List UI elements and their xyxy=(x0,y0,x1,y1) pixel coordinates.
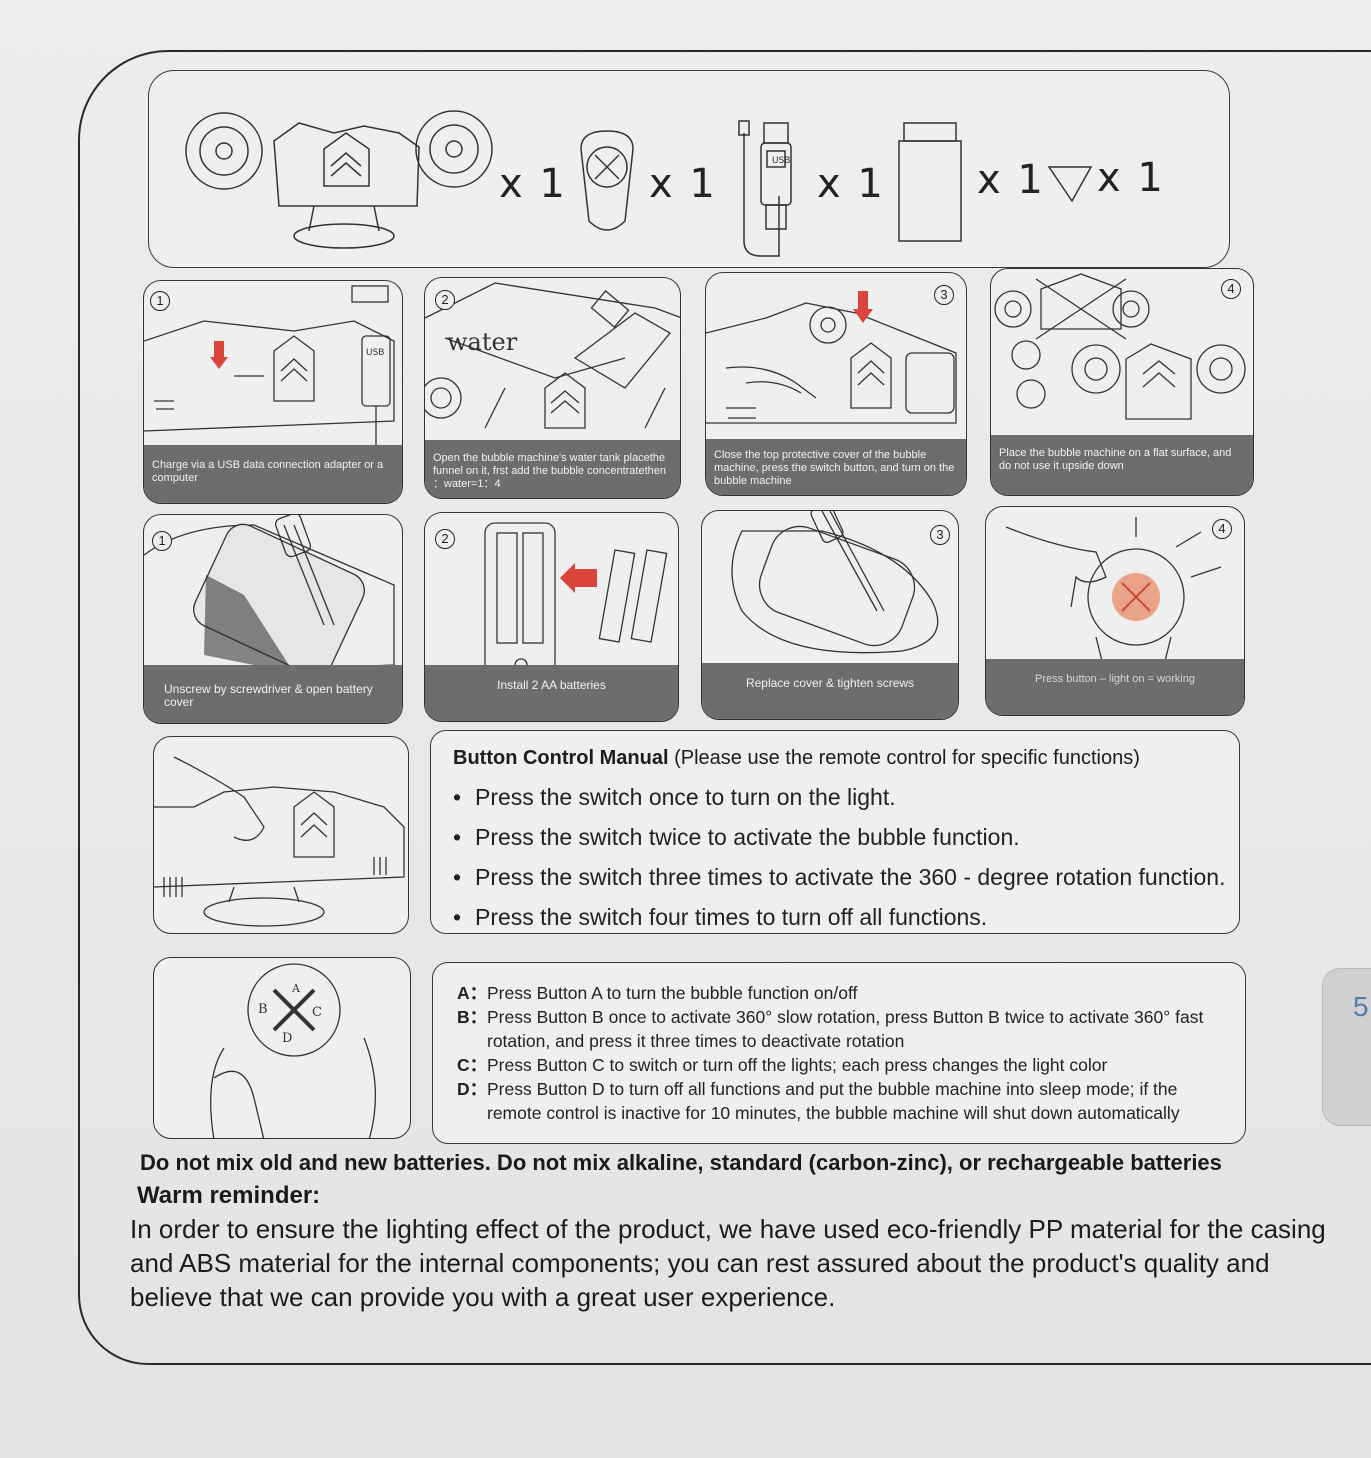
list-item: Press the switch twice to activate the b… xyxy=(453,817,1225,857)
remote-line-c: C：Press Button C to switch or turn off t… xyxy=(457,1053,1107,1077)
remote-label-b: B xyxy=(258,1002,268,1017)
step-number: 2 xyxy=(435,529,455,549)
adjacent-packaging-edge: 5 xyxy=(1322,968,1371,1126)
button-control-manual: Button Control Manual (Please use the re… xyxy=(430,730,1240,934)
remote-label-d: D xyxy=(282,1031,292,1046)
open-battery-illustration xyxy=(144,515,395,677)
water-label: water xyxy=(447,328,518,356)
package-contents-illustration: USB xyxy=(185,110,1093,257)
list-item: Press the switch three times to activate… xyxy=(453,857,1225,897)
manual-title-bold: Button Control Manual xyxy=(453,747,669,769)
key-label: A： xyxy=(457,983,488,1003)
step-replace-cover-panel: 3 Replace cover & tighten screws xyxy=(701,510,959,720)
line-text: Press Button B once to activate 360° slo… xyxy=(487,1007,1204,1027)
step-number: 3 xyxy=(930,525,950,545)
step-number: 3 xyxy=(934,285,954,305)
step-caption: Install 2 AA batteries xyxy=(425,665,678,721)
list-item: Press the switch four times to turn off … xyxy=(453,897,1225,937)
step-caption: Close the top protective cover of the bu… xyxy=(706,439,966,495)
remote-illustration: A B C D xyxy=(210,963,377,1138)
step-caption: Charge via a USB data connection adapter… xyxy=(144,445,402,503)
press-button-illustration xyxy=(1005,517,1222,678)
manual-title-rest: (Please use the remote control for speci… xyxy=(668,747,1140,769)
package-contents-box: USB x 1 x 1 x 1 x 1 x 1 xyxy=(148,70,1230,268)
key-label: B： xyxy=(457,1007,488,1027)
usb-label: USB xyxy=(366,348,384,358)
step-caption: Open the bubble machine's water tank pla… xyxy=(425,440,680,498)
edge-tab-text: 5 xyxy=(1353,991,1369,1022)
fill-water-illustration xyxy=(425,282,680,429)
usb-label: USB xyxy=(772,156,790,166)
reminder-line: In order to ensure the lighting effect o… xyxy=(130,1214,1326,1244)
step-install-batteries-panel: 2 Install 2 AA batteries xyxy=(424,512,679,722)
remote-label-a: A xyxy=(291,982,301,995)
remote-illustration-panel: A B C D xyxy=(153,957,411,1139)
step-caption: Replace cover & tighten screws xyxy=(702,663,958,719)
remote-instructions: A：Press Button A to turn the bubble func… xyxy=(432,962,1246,1144)
switch-illustration-panel xyxy=(153,736,409,934)
reminder-line: believe that we can provide you with a g… xyxy=(130,1282,836,1312)
line-text: Press Button A to turn the bubble functi… xyxy=(487,983,858,1003)
step-number: 4 xyxy=(1221,279,1241,299)
remote-line-b-cont: rotation, and press it three times to de… xyxy=(487,1029,904,1053)
key-label: D： xyxy=(457,1079,488,1099)
close-cover-illustration xyxy=(706,291,957,424)
qty-cable: x 1 xyxy=(817,161,885,207)
charge-illustration: USB xyxy=(144,285,395,446)
placement-illustration xyxy=(994,273,1246,420)
qty-remote: x 1 xyxy=(649,161,717,207)
page-frame xyxy=(78,50,1371,1365)
qty-funnel: x 1 xyxy=(1097,155,1165,201)
step-number: 1 xyxy=(150,291,170,311)
step-number: 4 xyxy=(1212,519,1232,539)
remote-line-b: B：Press Button B once to activate 360° s… xyxy=(457,1005,1203,1029)
switch-illustration xyxy=(154,756,405,927)
line-text: rotation, and press it three times to de… xyxy=(487,1031,905,1051)
qty-bottle: x 1 xyxy=(977,157,1045,203)
step-caption: Place the bubble machine on a flat surfa… xyxy=(991,435,1253,495)
key-label: C： xyxy=(457,1055,488,1075)
step-number: 2 xyxy=(435,290,455,310)
remote-label-c: C xyxy=(312,1005,322,1020)
step-number: 1 xyxy=(152,531,172,551)
step-fill-water-panel: water 2 Open the bubble machine's water … xyxy=(424,277,681,499)
step-caption: Unscrew by screwdriver & open battery co… xyxy=(144,665,402,723)
line-text: remote control is inactive for 10 minute… xyxy=(487,1103,1180,1123)
reminder-line: and ABS material for the internal compon… xyxy=(130,1248,1270,1278)
step-placement-panel: 4 Place the bubble machine on a flat sur… xyxy=(990,268,1254,496)
remote-line-d: D：Press Button D to turn off all functio… xyxy=(457,1077,1177,1101)
qty-machine: x 1 xyxy=(499,161,567,207)
step-caption: Press button – light on = working xyxy=(986,659,1244,715)
reminder-title: Warm reminder: xyxy=(137,1182,321,1209)
list-item: Press the switch once to turn on the lig… xyxy=(453,777,1225,817)
line-text: Press Button D to turn off all functions… xyxy=(487,1079,1178,1099)
step-charge-panel: USB 1 Charge via a USB data connection a… xyxy=(143,280,403,504)
install-batteries-illustration xyxy=(484,522,668,674)
step-open-battery-panel: 1 Unscrew by screwdriver & open battery … xyxy=(143,514,403,724)
remote-line-d-cont: remote control is inactive for 10 minute… xyxy=(487,1101,1180,1125)
battery-warning: Do not mix old and new batteries. Do not… xyxy=(140,1150,1222,1175)
remote-line-a: A：Press Button A to turn the bubble func… xyxy=(457,981,857,1005)
manual-title: Button Control Manual (Please use the re… xyxy=(453,747,1140,770)
step-close-cover-panel: 3 Close the top protective cover of the … xyxy=(705,272,967,496)
replace-cover-illustration xyxy=(731,511,939,654)
step-press-button-panel: 4 Press button – light on = working xyxy=(985,506,1245,716)
manual-list: Press the switch once to turn on the lig… xyxy=(453,777,1225,937)
line-text: Press Button C to switch or turn off the… xyxy=(487,1055,1108,1075)
